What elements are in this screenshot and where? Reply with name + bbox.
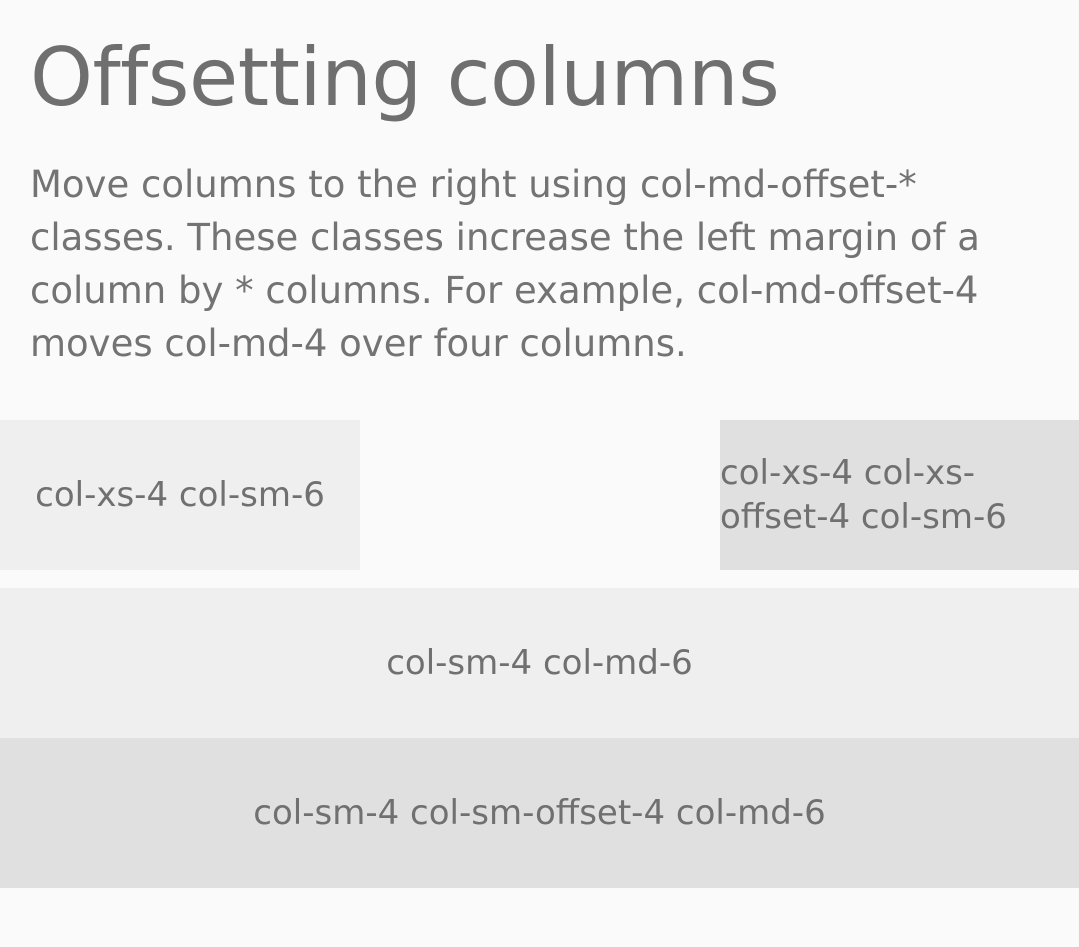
grid-column-xs4-offset4-sm6: col-xs-4 col-xs-offset-4 col-sm-6 xyxy=(720,420,1079,570)
grid-column-xs4-sm6: col-xs-4 col-sm-6 xyxy=(0,420,360,570)
grid-column-sm4-offset4-md6: col-sm-4 col-sm-offset-4 col-md-6 xyxy=(0,738,1079,888)
grid-row-3: col-sm-4 col-sm-offset-4 col-md-6 xyxy=(0,738,1079,888)
column-label: col-sm-4 col-sm-offset-4 col-md-6 xyxy=(253,793,826,833)
column-label: col-xs-4 col-sm-6 xyxy=(35,475,325,515)
grid-column-sm4-md6: col-sm-4 col-md-6 xyxy=(0,588,1079,738)
page-description: Move columns to the right using col-md-o… xyxy=(30,163,980,365)
grid-row-1: col-xs-4 col-sm-6 col-xs-4 col-xs-offset… xyxy=(0,420,1079,570)
grid-row-2: col-sm-4 col-md-6 xyxy=(0,588,1079,738)
page-title: Offsetting columns xyxy=(30,31,780,124)
column-label: col-sm-4 col-md-6 xyxy=(386,643,693,683)
column-label: col-xs-4 col-xs-offset-4 col-sm-6 xyxy=(720,453,1007,537)
